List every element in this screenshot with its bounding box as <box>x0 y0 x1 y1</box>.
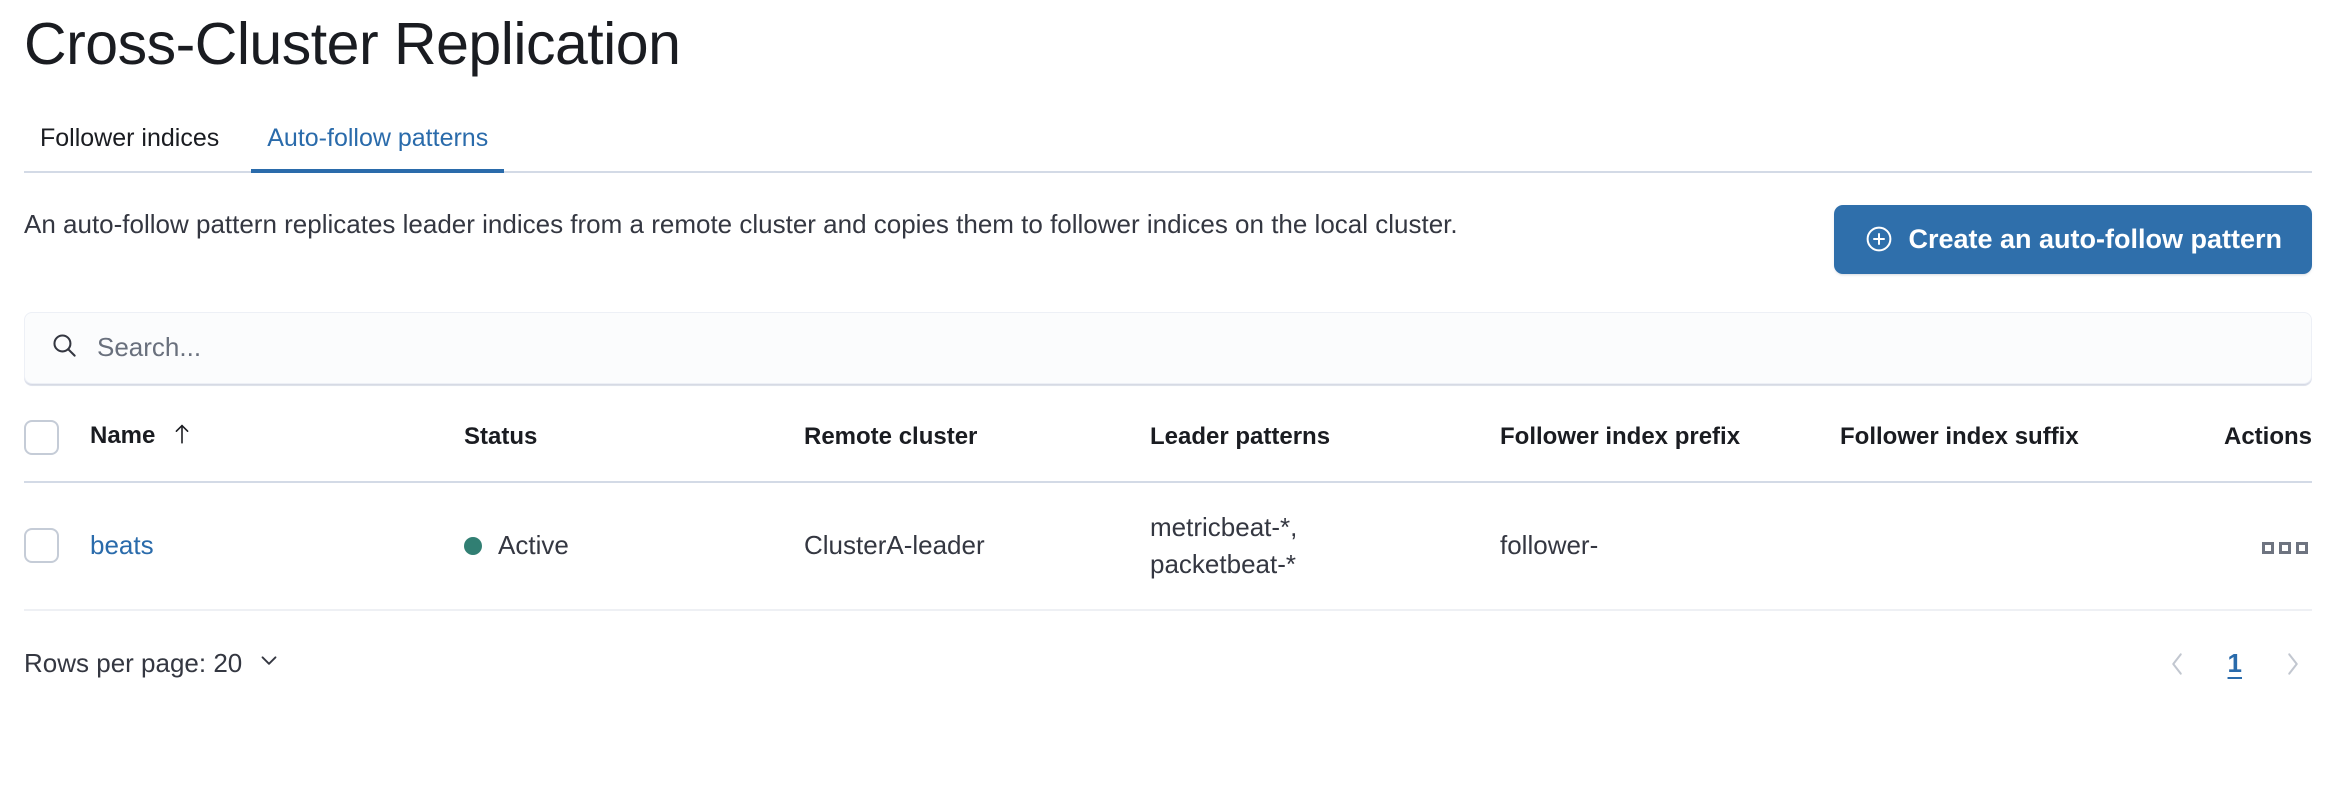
status-badge: Active <box>464 527 804 564</box>
chevron-right-icon <box>2280 649 2306 679</box>
cell-status: Active <box>464 481 804 611</box>
plus-in-circle-icon <box>1864 224 1894 254</box>
column-header-status: Status <box>464 409 804 483</box>
cell-follower-index-prefix: follower- <box>1500 481 1840 611</box>
rows-per-page-selector[interactable]: Rows per page: 20 <box>24 647 282 680</box>
sort-ascending-icon <box>172 424 192 451</box>
column-header-remote-cluster: Remote cluster <box>804 409 1150 483</box>
row-select-checkbox[interactable] <box>24 528 59 564</box>
page-title: Cross-Cluster Replication <box>24 11 681 77</box>
pagination-previous-button[interactable] <box>2158 645 2196 683</box>
table-footer: Rows per page: 20 1 <box>24 645 2312 683</box>
column-header-actions-label: Actions <box>2223 423 2312 451</box>
pagination-page-1-button[interactable]: 1 <box>2222 648 2248 679</box>
pagination-next-button[interactable] <box>2274 645 2312 683</box>
auto-follow-pattern-link[interactable]: beats <box>90 530 154 561</box>
tab-bar: Follower indices Auto-follow patterns <box>24 99 2312 173</box>
tab-auto-follow-patterns[interactable]: Auto-follow patterns <box>251 123 505 173</box>
column-header-follower-index-suffix: Follower index suffix <box>1840 409 2180 483</box>
table-body: beats Active ClusterA-leader metricbeat-… <box>24 481 2312 611</box>
row-select-cell <box>24 481 90 611</box>
tab-follower-indices[interactable]: Follower indices <box>24 123 235 173</box>
create-auto-follow-pattern-button[interactable]: Create an auto-follow pattern <box>1834 204 2312 274</box>
create-auto-follow-pattern-label: Create an auto-follow pattern <box>1908 223 2282 254</box>
tab-follower-indices-label: Follower indices <box>40 123 220 152</box>
tab-auto-follow-patterns-label: Auto-follow patterns <box>267 123 489 152</box>
cell-follower-index-suffix <box>1840 481 2180 611</box>
column-header-leader-patterns: Leader patterns <box>1150 409 1500 483</box>
more-actions-square-1 <box>2262 542 2274 555</box>
cell-leader-patterns: metricbeat-*, packetbeat-* <box>1150 481 1500 611</box>
more-actions-icon[interactable] <box>2258 538 2312 558</box>
more-actions-square-3 <box>2296 542 2308 555</box>
leader-patterns-value: metricbeat-*, packetbeat-* <box>1150 511 1298 579</box>
column-header-follower-index-prefix-label: Follower index prefix <box>1500 423 1741 451</box>
cell-remote-cluster: ClusterA-leader <box>804 481 1150 611</box>
intro-description: An auto-follow pattern replicates leader… <box>24 208 1458 239</box>
more-actions-square-2 <box>2279 542 2291 555</box>
intro-section: An auto-follow pattern replicates leader… <box>24 204 2312 274</box>
cell-name: beats <box>90 481 464 611</box>
auto-follow-patterns-table: Name Status Remote cluster Leader patt <box>24 409 2312 611</box>
rows-per-page-label: Rows per page: 20 <box>24 648 243 679</box>
table-header: Name Status Remote cluster Leader patt <box>24 409 2312 483</box>
status-dot-icon <box>464 536 482 555</box>
column-header-remote-cluster-label: Remote cluster <box>804 423 978 451</box>
column-header-leader-patterns-label: Leader patterns <box>1150 423 1331 451</box>
column-header-follower-index-suffix-label: Follower index suffix <box>1840 423 2079 451</box>
search-input[interactable] <box>97 332 2286 364</box>
column-header-name-label: Name <box>90 422 156 450</box>
column-header-actions: Actions <box>2180 409 2312 483</box>
status-label: Active <box>498 530 569 561</box>
search-icon <box>50 331 79 365</box>
search-bar[interactable] <box>24 311 2312 384</box>
pagination: 1 <box>2158 645 2312 683</box>
select-all-checkbox[interactable] <box>24 419 59 455</box>
chevron-left-icon <box>2164 649 2190 679</box>
select-all-header <box>24 409 90 483</box>
cell-actions <box>2180 481 2312 611</box>
column-header-follower-index-prefix: Follower index prefix <box>1500 409 1840 483</box>
table-row: beats Active ClusterA-leader metricbeat-… <box>24 481 2312 611</box>
chevron-down-icon <box>256 647 282 680</box>
column-header-name[interactable]: Name <box>90 409 464 483</box>
column-header-status-label: Status <box>464 423 538 451</box>
table-header-row: Name Status Remote cluster Leader patt <box>24 409 2312 483</box>
